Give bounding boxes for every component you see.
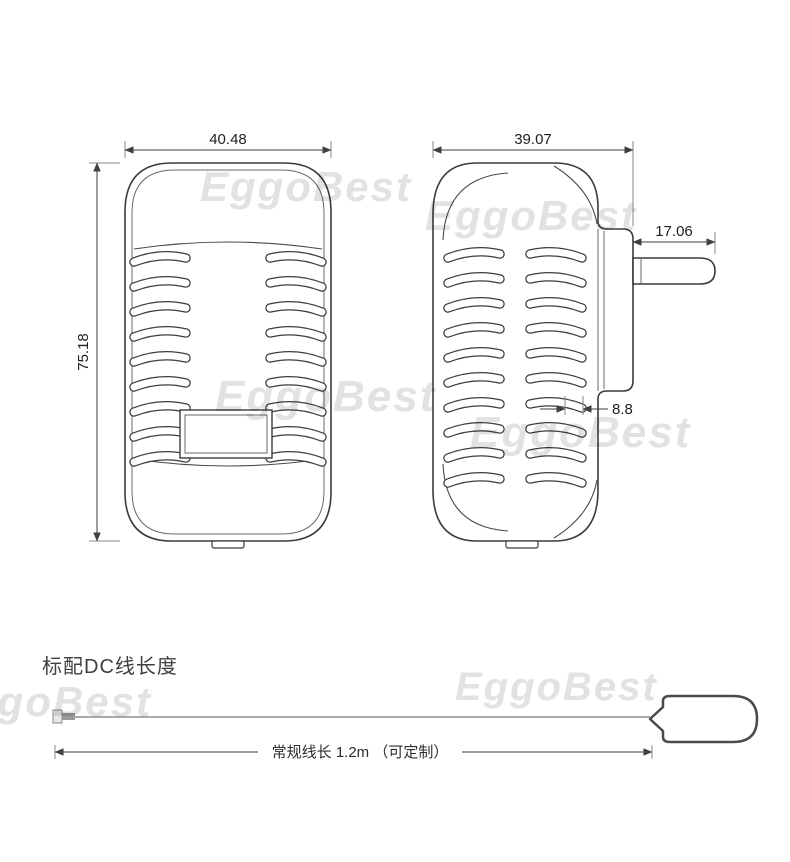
cable-length-value: 常规线长 1.2m （可定制） bbox=[272, 744, 449, 761]
dimension-cable-length: 常规线长 1.2m （可定制） bbox=[54, 744, 653, 761]
side-view-drawing bbox=[432, 162, 716, 549]
dimension-pin-length: 17.06 bbox=[632, 223, 716, 254]
cable-section-heading: 标配DC线长度 bbox=[42, 655, 178, 678]
front-height-value: 75.18 bbox=[75, 333, 92, 371]
side-width-value: 39.07 bbox=[514, 131, 552, 148]
front-width-value: 40.48 bbox=[209, 131, 247, 148]
dimension-step: 8.8 bbox=[540, 396, 633, 418]
adapter-body bbox=[648, 694, 759, 744]
dimension-front-width: 40.48 bbox=[124, 131, 332, 158]
front-view-drawing bbox=[124, 162, 332, 549]
dimension-side-width: 39.07 bbox=[432, 131, 634, 226]
cable-exit-tab bbox=[505, 540, 539, 549]
dc-connector bbox=[52, 709, 75, 724]
dimension-front-height: 75.18 bbox=[75, 162, 120, 542]
step-value: 8.8 bbox=[612, 401, 633, 418]
cable-section: 标配DC线长度 常规线长 1.2m （可定制） bbox=[42, 655, 759, 761]
plug-pin bbox=[632, 257, 716, 285]
pin-length-value: 17.06 bbox=[655, 223, 693, 240]
cable-exit-tab bbox=[211, 540, 245, 549]
